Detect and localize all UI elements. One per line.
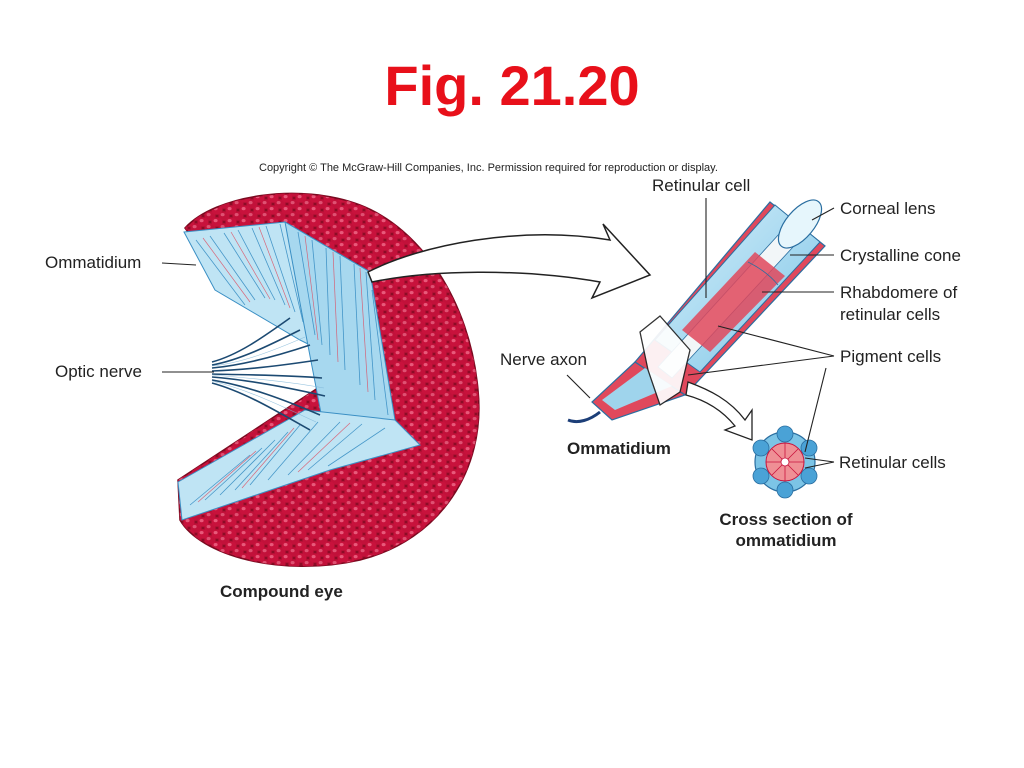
optic-nerve-bundle [211,317,326,431]
compound-eye [177,192,480,567]
label-retinular-cell: Retinular cell [652,176,751,195]
label-ommatidium-left: Ommatidium [45,253,142,272]
label-crystalline-cone: Crystalline cone [840,246,961,265]
label-rhabdomere-line2: retinular cells [840,305,941,324]
ommatidium-detail [567,199,826,424]
slide-title: Fig. 21.20 [384,54,640,117]
label-pigment-cells: Pigment cells [840,347,942,366]
label-optic-nerve: Optic nerve [55,362,142,381]
section-arrow [685,381,753,441]
label-cross-section-line1: Cross section of [719,510,853,529]
copyright-notice: Copyright © The McGraw-Hill Companies, I… [259,162,718,174]
label-corneal-lens: Corneal lens [840,199,936,218]
label-ommatidium-right: Ommatidium [567,439,671,458]
label-compound-eye: Compound eye [220,582,343,601]
nerve-axon [567,410,601,424]
label-nerve-axon: Nerve axon [500,350,587,369]
cross-section [752,425,818,499]
leader-lines [161,198,835,469]
label-rhabdomere-line1: Rhabdomere of [840,283,958,302]
zoom-arrow [367,223,652,300]
label-retinular-cells: Retinular cells [839,453,946,472]
section-plane [639,315,691,406]
label-cross-section-line2: ommatidium [735,531,837,550]
